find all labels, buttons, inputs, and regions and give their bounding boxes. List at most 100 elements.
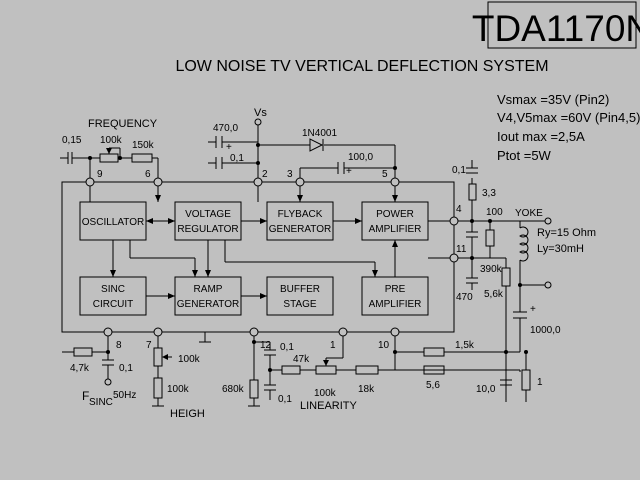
pin-1	[338, 327, 348, 337]
pin-label-3: 3	[287, 169, 293, 180]
r56k-label: 5,6k	[484, 289, 504, 300]
pin-6	[153, 177, 163, 187]
power-amplifier-block	[361, 201, 429, 241]
pin-label-1: 1	[330, 340, 336, 351]
sinc-circuit-block	[79, 276, 147, 316]
pin-2	[253, 177, 263, 187]
r100k-height2-label: 100k	[167, 384, 190, 395]
fsinc-sub-label: SINC	[89, 397, 113, 408]
voltage-regulator-label-2: REGULATOR	[177, 224, 238, 235]
pin-label-7: 7	[146, 340, 152, 351]
pins	[85, 177, 459, 337]
c01-sinc-label: 0,1	[119, 363, 133, 374]
r390k-label: 390k	[480, 264, 503, 275]
diode-label: 1N4001	[302, 128, 337, 139]
c470-label: 470,0	[213, 123, 238, 134]
oscillator-label: OSCILLATOR	[82, 217, 144, 228]
power-amplifier-label-1: POWER	[376, 209, 414, 220]
pin-label-8: 8	[116, 340, 122, 351]
title-box	[487, 1, 637, 49]
c1000-label: 1000,0	[530, 325, 561, 336]
diode-symbol	[309, 138, 324, 152]
c01-right-label: 0,1	[452, 165, 466, 176]
flyback-generator-label-2: GENERATOR	[269, 224, 331, 235]
r15k-label: 1,5k	[455, 340, 475, 351]
r47k-left-label: 4,7k	[70, 363, 90, 374]
r100k-lin-label: 100k	[314, 388, 337, 399]
r100k-height-label: 100k	[178, 354, 201, 365]
ry-label: Ry=15 Ohm	[537, 227, 596, 239]
buffer-stage-label-2: STAGE	[283, 299, 316, 310]
sinc-height-network	[62, 336, 172, 407]
pin-10	[390, 327, 400, 337]
spec-v4v5: V4,V5max =60V (Pin4,5)	[497, 110, 640, 125]
pin-label-5: 5	[382, 169, 388, 180]
ramp-generator-block	[174, 276, 242, 316]
heigh-label: HEIGH	[170, 408, 205, 420]
yoke-label: YOKE	[515, 208, 543, 219]
r100-label: 100	[486, 207, 503, 218]
r33-label: 3,3	[482, 188, 496, 199]
internal-wiring	[89, 184, 454, 297]
pin-label-10: 10	[378, 340, 390, 351]
pin-label-4: 4	[456, 204, 462, 215]
pin-label-9: 9	[97, 169, 103, 180]
plus-label-2: +	[346, 166, 352, 177]
pin-label-2: 2	[262, 169, 268, 180]
pin-5	[390, 177, 400, 187]
sinc-circuit-label-2: CIRCUIT	[93, 299, 134, 310]
pin-7	[153, 327, 163, 337]
r150k-label: 150k	[132, 140, 155, 151]
vs-label: Vs	[254, 107, 267, 119]
c015-label: 0,15	[62, 135, 82, 146]
pre-amplifier-label-1: PRE	[385, 284, 406, 295]
c100-label: 100,0	[348, 152, 373, 163]
r680k-label: 680k	[222, 384, 245, 395]
c01-top-label: 0,1	[230, 153, 244, 164]
pin-label-6: 6	[145, 169, 151, 180]
pin-11	[449, 253, 459, 263]
pre-amplifier-label-2: AMPLIFIER	[369, 299, 422, 310]
title: TDA1170N	[472, 8, 640, 49]
ramp-generator-label-1: RAMP	[194, 284, 223, 295]
hz-label: 50Hz	[113, 390, 136, 401]
pin-3	[295, 177, 305, 187]
flyback-generator-block	[266, 201, 334, 241]
spec-vsmax: Vsmax =35V (Pin2)	[497, 92, 609, 107]
c10-label: 10,0	[476, 384, 496, 395]
c01-12b-label: 0,1	[278, 394, 292, 405]
buffer-stage-label-1: BUFFER	[280, 284, 320, 295]
plus-label-1: +	[226, 142, 232, 153]
vs-network	[208, 124, 396, 178]
sinc-circuit-label-1: SINC	[101, 284, 125, 295]
buffer-stage-block	[266, 276, 334, 316]
ramp-generator-label-2: GENERATOR	[177, 299, 239, 310]
r1-label: 1	[537, 377, 543, 388]
spec-iout: Iout max =2,5A	[497, 129, 585, 144]
pin-12	[249, 327, 259, 337]
r18k-label: 18k	[358, 384, 375, 395]
flyback-generator-label-1: FLYBACK	[278, 209, 323, 220]
pin-label-12: 12	[260, 340, 272, 351]
power-amplifier-label-2: AMPLIFIER	[369, 224, 422, 235]
r56-bottom-label: 5,6	[426, 380, 440, 391]
arrowheads	[110, 195, 398, 299]
c01-12-label: 0,1	[280, 342, 294, 353]
r100k-top-label: 100k	[100, 135, 123, 146]
r47k-label: 47k	[293, 354, 310, 365]
spec-ptot: Ptot =5W	[497, 148, 552, 163]
pin-9	[85, 177, 95, 187]
pin-numbers: 9 6 2 3 5 4 11 8 7 12 1 10	[97, 169, 467, 351]
c470-right-label: 470	[456, 292, 473, 303]
output-network	[458, 160, 545, 402]
voltage-regulator-label-1: VOLTAGE	[185, 209, 231, 220]
pin-4	[449, 216, 459, 226]
ly-label: Ly=30mH	[537, 243, 584, 255]
pre-amplifier-block	[361, 276, 429, 316]
plus-label-3: +	[530, 304, 536, 315]
frequency-label: FREQUENCY	[88, 118, 158, 130]
subtitle: LOW NOISE TV VERTICAL DEFLECTION SYSTEM	[175, 58, 548, 75]
pin-label-11: 11	[456, 244, 467, 255]
pin-8	[103, 327, 113, 337]
